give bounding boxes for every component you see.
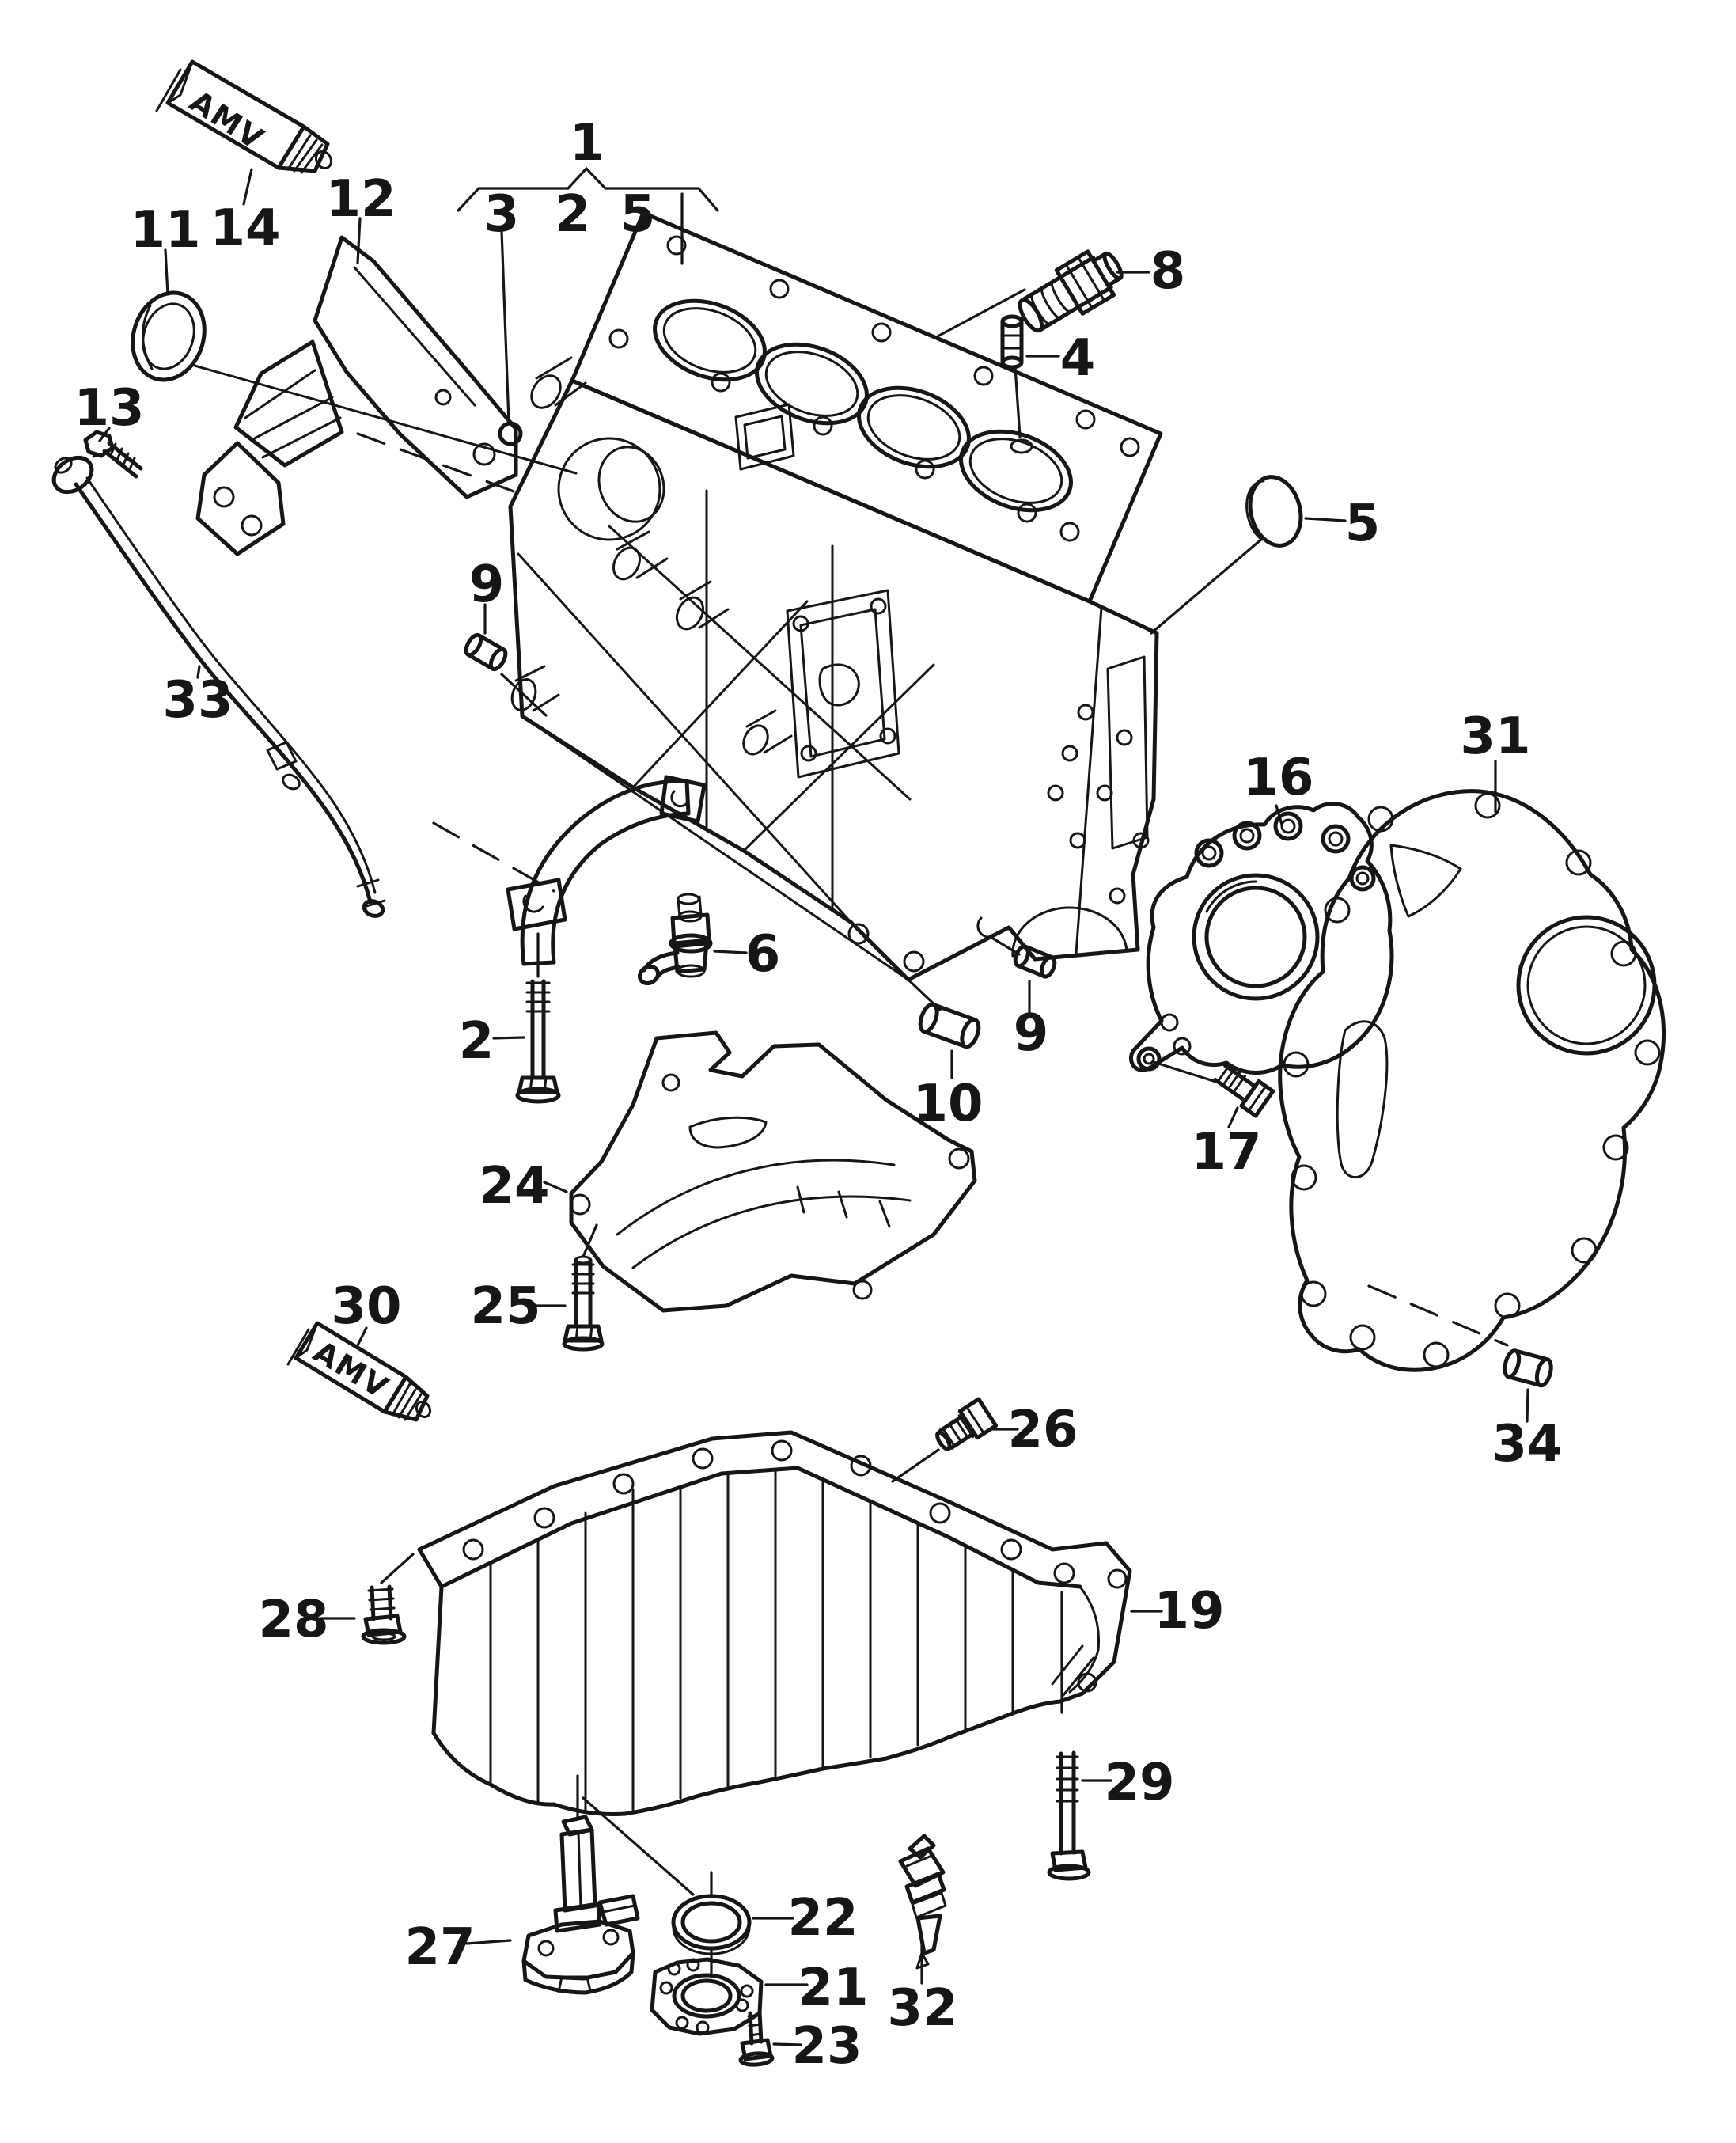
callout-1: 1 — [570, 114, 605, 173]
callout-6: 6 — [745, 925, 781, 984]
o-ring-3 — [498, 421, 523, 446]
oil-sump-19 — [417, 1430, 1132, 1816]
callout-17: 17 — [1191, 1123, 1261, 1181]
dipstick-grip — [51, 455, 94, 495]
callout-2b: 2 — [459, 1012, 495, 1071]
dowel-pin-4 — [1000, 314, 1024, 370]
callout-19: 19 — [1154, 1582, 1224, 1640]
bolt-13 — [83, 430, 143, 479]
cylinder-bore-4 — [959, 429, 1073, 513]
callout-5: 5 — [620, 185, 656, 244]
sealant-tube-14: AMV — [155, 59, 333, 174]
plate-bolt-holes — [1283, 792, 1661, 1368]
support-bracket-12 — [195, 235, 518, 556]
plate-cutout-top — [1389, 844, 1462, 918]
flywheel-face-holes — [847, 704, 1150, 973]
dipstick-tube-33 — [51, 455, 386, 918]
seal-ring-22 — [671, 1894, 752, 1955]
bushing-10 — [918, 1002, 981, 1049]
callout-5b: 5 — [1345, 495, 1381, 553]
rear-seal-flange-16 — [1129, 802, 1394, 1075]
callout-28: 28 — [258, 1591, 328, 1649]
oil-drain-plug-26 — [935, 1397, 999, 1451]
cylinder-bore-2 — [755, 342, 869, 426]
crankcase-ribs — [517, 489, 935, 981]
crankshaft-seal-11 — [131, 290, 207, 382]
callout-22: 22 — [787, 1889, 858, 1948]
bracket-foot — [195, 441, 286, 556]
callout-labels: 1 3 2 5 8 4 5 11 14 12 13 33 9 6 2 9 10 … — [74, 114, 1562, 2076]
cylinder-bore-3 — [857, 385, 971, 469]
callout-8: 8 — [1150, 242, 1186, 301]
sump-end-flange — [1058, 1541, 1132, 1704]
sensor-connector-tab — [597, 1894, 640, 1927]
callout-4: 4 — [1060, 329, 1096, 388]
callout-2: 2 — [555, 185, 591, 244]
seal-bore — [1192, 873, 1320, 1001]
tube-nozzle — [276, 124, 330, 173]
callout-3: 3 — [484, 185, 520, 244]
deck-port — [734, 403, 795, 471]
sealing-cap-5 — [1245, 475, 1303, 548]
callout-13: 13 — [74, 379, 144, 438]
bracket-wing — [233, 339, 344, 468]
callout-12: 12 — [325, 170, 396, 229]
gallery-bosses — [510, 530, 793, 756]
cylinder-bore-1 — [653, 298, 767, 382]
callout-25: 25 — [470, 1277, 540, 1336]
oil-gallery-plug-8 — [1018, 249, 1124, 333]
callout-30: 30 — [331, 1277, 401, 1336]
callout-9a: 9 — [469, 556, 505, 614]
flange-bolt-23 — [738, 2010, 775, 2067]
callout-33: 33 — [162, 671, 233, 730]
callout-23: 23 — [791, 2017, 862, 2076]
callout-32: 32 — [887, 1979, 957, 2038]
callout-29: 29 — [1104, 1754, 1174, 1812]
sump-bolt-29 — [1047, 1750, 1091, 1881]
sump-bottom-edge — [431, 1699, 1063, 1816]
plate-cutout-left — [1336, 1020, 1389, 1179]
sump-ribs — [489, 1468, 1014, 1815]
baffle-bolt-25 — [562, 1255, 605, 1352]
dowel-sleeve-9b — [1013, 944, 1057, 979]
cylinder-block — [508, 356, 1159, 982]
oil-level-sensor-27 — [521, 1815, 640, 1995]
tube-nozzle — [382, 1375, 430, 1422]
side-window — [1106, 655, 1149, 850]
group-bracket — [457, 166, 719, 212]
callout-21: 21 — [798, 1959, 868, 2017]
callout-11: 11 — [130, 201, 200, 260]
callout-9b: 9 — [1014, 1004, 1049, 1063]
closure-flange-21 — [650, 1957, 764, 2036]
callout-24: 24 — [479, 1157, 549, 1216]
callout-16: 16 — [1243, 749, 1313, 807]
callout-26: 26 — [1007, 1401, 1078, 1459]
intermediate-plate-31 — [1278, 789, 1666, 1372]
callout-27: 27 — [404, 1918, 475, 1977]
dowel-sleeve-34 — [1503, 1348, 1553, 1388]
baffle-plate-24 — [569, 1030, 977, 1313]
crank-axis-dash — [356, 432, 555, 893]
oil-spray-nozzle-6 — [637, 893, 713, 986]
plate-crank-opening — [1516, 915, 1657, 1056]
dowel-seat-mark — [976, 916, 999, 939]
flange-bolt-bosses — [1136, 811, 1376, 1072]
sealant-brand-text: AMV — [184, 84, 271, 157]
bearing-cap-bolt-2 — [515, 979, 561, 1104]
leader-lines — [98, 166, 1529, 2046]
water-pump-housing — [530, 356, 665, 541]
gasket-bolt-holes — [608, 235, 1140, 542]
callout-14: 14 — [210, 199, 280, 258]
sump-bolt-28 — [361, 1584, 407, 1645]
pump-mount-face — [786, 589, 900, 779]
dowel-sleeve-9a — [464, 632, 508, 672]
callout-10: 10 — [912, 1075, 983, 1133]
callout-31: 31 — [1460, 707, 1530, 766]
callout-34: 34 — [1492, 1415, 1562, 1474]
flange-bolt-17 — [1213, 1063, 1275, 1118]
bearing-arch — [1011, 906, 1128, 958]
sump-rim-holes — [462, 1439, 1075, 1584]
